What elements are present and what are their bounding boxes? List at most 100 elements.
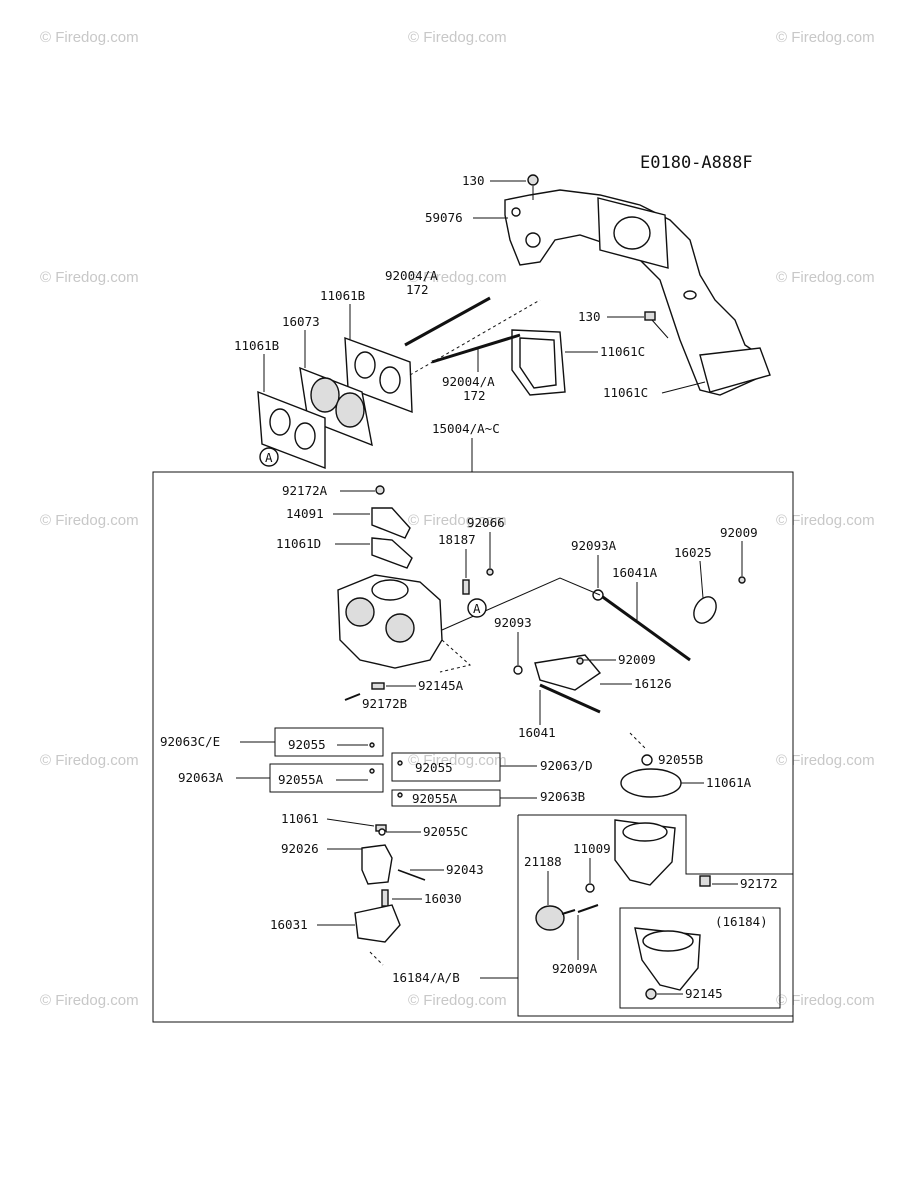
screw-92009a [577, 904, 599, 913]
screw-92172b [344, 693, 361, 701]
watermark-text: © Firedog.com [776, 512, 875, 529]
label-92009: 92009 [618, 652, 656, 667]
bracket-14091 [371, 507, 411, 539]
gasket-11061b-rear [344, 336, 413, 414]
label-172: 172 [406, 282, 429, 297]
label-92066: 92066 [467, 515, 505, 530]
label-92004a: 92004/A [385, 268, 438, 283]
label-11061a: 11061A [706, 775, 752, 790]
screw-92145 [645, 988, 657, 1000]
label-14091: 14091 [286, 506, 324, 521]
watermark-text: © Firedog.com [776, 752, 875, 769]
label-92063b: 92063B [540, 789, 585, 804]
solenoid-21188 [535, 905, 576, 931]
label-11061: 11061 [281, 811, 319, 826]
throttle-shaft-16041a [592, 589, 691, 662]
label-16041a: 16041A [612, 565, 658, 580]
float-needle-92026 [361, 844, 393, 885]
watermark-text: © Firedog.com [40, 269, 139, 286]
watermark-layer: © Firedog.com © Firedog.com © Firedog.co… [40, 29, 875, 1009]
label-15004: 15004/A~C [432, 421, 500, 436]
screw-92172 [699, 875, 711, 887]
label-172: 172 [463, 388, 486, 403]
intake-manifold [504, 189, 771, 396]
gasket-11061c-upper [511, 329, 566, 396]
carburetor-assembly-frame [152, 471, 794, 1023]
watermark-text: © Firedog.com [408, 992, 507, 1009]
o-ring-92055c [378, 828, 386, 836]
label-92055a: 92055A [278, 772, 324, 787]
label-130: 130 [462, 173, 485, 188]
watermark-text: © Firedog.com [40, 992, 139, 1009]
label-92009a: 92009A [552, 961, 598, 976]
label-92026: 92026 [281, 841, 319, 856]
stud-92004a-lower [431, 333, 521, 364]
gasket-11061d [371, 537, 413, 569]
watermark-text: © Firedog.com [408, 752, 507, 769]
link-16126 [534, 654, 602, 691]
bolt-130-side [644, 311, 669, 339]
label-92055a: 92055A [412, 791, 458, 806]
washer-11009 [585, 883, 595, 893]
label-92055: 92055 [415, 760, 453, 775]
label-92172: 92172 [740, 876, 778, 891]
label-16073: 16073 [282, 314, 320, 329]
label-92043: 92043 [446, 862, 484, 877]
label-92145: 92145 [685, 986, 723, 1001]
watermark-text: © Firedog.com [776, 29, 875, 46]
watermark-text: © Firedog.com [40, 512, 139, 529]
bowl-kit-frame [517, 815, 793, 1017]
float-bowl-inset-16184 [634, 927, 701, 991]
o-ring-11061a [620, 768, 682, 798]
diagram-code: E0180-A888F [640, 153, 753, 173]
label-18187: 18187 [438, 532, 476, 547]
label-92063a: 92063A [178, 770, 224, 785]
o-ring-92055b [641, 754, 653, 766]
label-11061d: 11061D [276, 536, 321, 551]
label-16025: 16025 [674, 545, 712, 560]
float-bowl-16184 [614, 819, 676, 886]
shaft-16041 [539, 683, 601, 714]
ball-92066 [486, 568, 494, 576]
label-130-side: 130 [578, 309, 601, 324]
label-92055b: 92055B [658, 752, 703, 767]
label-92055c: 92055C [423, 824, 468, 839]
screw-92172a [375, 485, 385, 495]
label-92093a: 92093A [571, 538, 617, 553]
plate-16025 [693, 596, 717, 624]
watermark-text: © Firedog.com [408, 512, 507, 529]
watermark-text: © Firedog.com [408, 269, 507, 286]
bowl-kit-frame [518, 814, 793, 875]
label-92145a: 92145A [418, 678, 464, 693]
label-11061c: 11061C [603, 385, 648, 400]
spring-92145a [371, 682, 385, 690]
watermark-text: © Firedog.com [408, 29, 507, 46]
label-16030: 16030 [424, 891, 462, 906]
svg-text:A: A [265, 450, 273, 465]
label-11061b: 11061B [320, 288, 365, 303]
label-92009: 92009 [720, 525, 758, 540]
label-16031: 16031 [270, 917, 308, 932]
callout-a-marker: A [259, 447, 279, 467]
inset-16184-frame [619, 907, 781, 1009]
label-92055: 92055 [288, 737, 326, 752]
svg-text:A: A [473, 601, 481, 616]
label-16126: 16126 [634, 676, 672, 691]
pin-92043 [397, 869, 426, 881]
screw-92009 [738, 576, 746, 584]
kit-box-92063d [391, 752, 501, 782]
watermark-text: © Firedog.com [40, 752, 139, 769]
seal-92093 [513, 665, 523, 675]
carburetor-body [337, 574, 443, 669]
label-16184-ref: (16184) [715, 914, 768, 929]
float-16031 [354, 904, 401, 943]
label-16184ab: 16184/A/B [392, 970, 460, 985]
label-92172a: 92172A [282, 483, 328, 498]
label-21188: 21188 [524, 854, 562, 869]
callout-a-marker: A [467, 598, 487, 618]
watermark-text: © Firedog.com [40, 29, 139, 46]
watermark-text: © Firedog.com [776, 269, 875, 286]
spacer-16073 [299, 366, 373, 447]
screw-92009 [576, 657, 584, 665]
